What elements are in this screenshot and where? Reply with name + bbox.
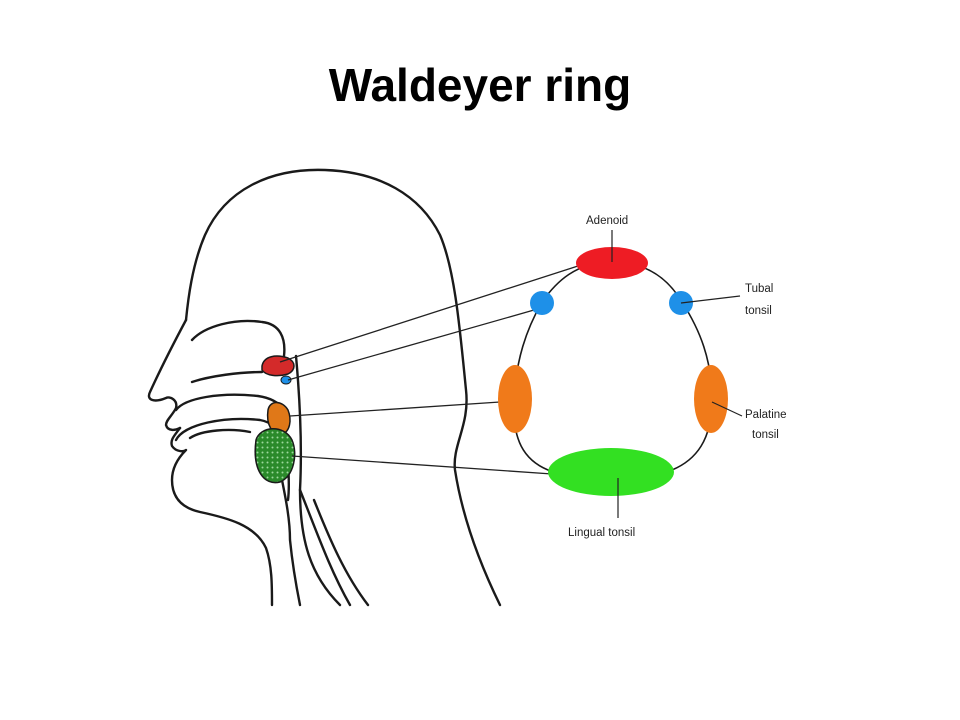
- adenoid-in-head: [261, 355, 295, 377]
- pharynx-wall: [294, 354, 342, 607]
- connector-palatine: [289, 401, 501, 417]
- palatine-tonsil-in-head: [266, 401, 291, 435]
- lingual-tonsil-in-head: [254, 428, 296, 484]
- nasal-cavity: [190, 319, 286, 384]
- lips-chin: [170, 426, 274, 607]
- label-adenoid: Adenoid: [586, 215, 628, 227]
- label-palatine-line2: tonsil: [752, 429, 779, 441]
- connector-lingual: [291, 455, 553, 475]
- head-outline: [147, 168, 502, 607]
- label-leaders: [611, 230, 743, 518]
- label-tubal-line2: tonsil: [745, 305, 772, 317]
- connector-tubal: [287, 309, 535, 381]
- connector-lines: [279, 265, 579, 475]
- page-title: Waldeyer ring: [328, 59, 632, 111]
- esophagus: [298, 488, 370, 607]
- head-structures: [254, 355, 296, 484]
- leader-tubal: [680, 295, 741, 304]
- adenoid-ring: [576, 247, 648, 279]
- palatine-tonsil-left: [498, 365, 532, 433]
- connector-adenoid: [279, 265, 579, 363]
- skull-outline: [184, 168, 502, 607]
- label-lingual: Lingual tonsil: [568, 527, 635, 539]
- palate: [174, 393, 286, 412]
- label-tubal-line1: Tubal: [745, 283, 773, 295]
- palatine-tonsil-right: [694, 365, 728, 433]
- leader-palatine: [711, 401, 743, 417]
- lingual-tonsil-ring: [548, 448, 674, 496]
- tubal-tonsil-left: [530, 291, 554, 315]
- tubal-tonsil-in-head: [280, 375, 292, 385]
- label-palatine-line1: Palatine: [745, 409, 787, 421]
- face-profile: [147, 318, 188, 432]
- labels: Adenoid Tubal tonsil Palatine tonsil Lin…: [568, 215, 787, 539]
